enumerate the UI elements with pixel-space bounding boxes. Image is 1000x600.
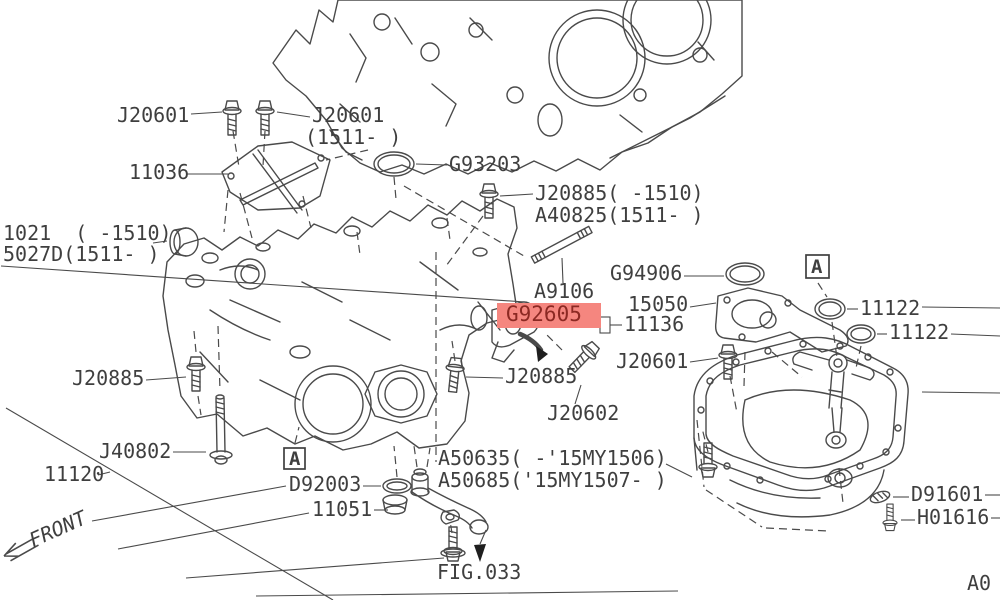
o-ring-11122-upper bbox=[814, 298, 846, 320]
label-j20601-top-right-range: (1511- ) bbox=[305, 125, 401, 149]
part-15050-art bbox=[714, 287, 849, 353]
o-ring-d92003 bbox=[382, 478, 412, 494]
seals-and-plugs-art bbox=[169, 151, 891, 515]
label-11136[interactable]: 11136 bbox=[624, 312, 684, 336]
label-11122-lower[interactable]: 11122 bbox=[889, 320, 949, 344]
bolt-icon bbox=[442, 356, 466, 394]
page-code: A0 bbox=[967, 571, 991, 595]
long-bolt-j40802 bbox=[209, 394, 233, 465]
bolts-art bbox=[186, 100, 898, 562]
label-a40825[interactable]: A40825(1511- ) bbox=[535, 203, 704, 227]
label-j20885-mid[interactable]: J20885 bbox=[505, 364, 577, 388]
label-1021[interactable]: 1021 ( -1510) bbox=[3, 221, 172, 245]
label-fig033[interactable]: FIG.033 bbox=[437, 560, 521, 584]
baffle-plate-art bbox=[221, 141, 331, 214]
label-j20601-top-right[interactable]: J20601 bbox=[312, 103, 384, 127]
bolt-icon bbox=[255, 100, 275, 136]
label-11036[interactable]: 11036 bbox=[129, 160, 189, 184]
label-g93203[interactable]: G93203 bbox=[449, 152, 521, 176]
plug-1021 bbox=[169, 227, 199, 257]
label-d91601[interactable]: D91601 bbox=[911, 482, 983, 506]
pickup-tube-art bbox=[410, 468, 489, 535]
label-15050[interactable]: 15050 bbox=[628, 292, 688, 316]
washer-d91601 bbox=[869, 490, 891, 504]
label-g92605-highlighted[interactable]: G92605 bbox=[506, 302, 582, 326]
label-11120[interactable]: 11120 bbox=[44, 462, 104, 486]
figure-ref-arrow-icon bbox=[474, 544, 486, 562]
o-ring-g93203 bbox=[373, 151, 415, 177]
label-g94906[interactable]: G94906 bbox=[610, 261, 682, 285]
section-marker-letter: A bbox=[289, 448, 301, 470]
bolt-icon bbox=[222, 100, 242, 136]
label-5027d[interactable]: 5027D(1511- ) bbox=[3, 242, 160, 266]
drain-bolt-washer bbox=[440, 548, 466, 558]
label-a9106[interactable]: A9106 bbox=[534, 279, 594, 303]
part-labels: J20601 J20601 (1511- ) 11036 G93203 J208… bbox=[3, 103, 989, 584]
label-j20885-range[interactable]: J20885( -1510) bbox=[535, 181, 704, 205]
bolt-icon-h01616 bbox=[882, 503, 898, 532]
lower-oil-pan-art bbox=[693, 336, 909, 518]
section-marker-a-right: A bbox=[805, 254, 830, 279]
engine-block-art bbox=[272, 0, 743, 175]
bolt-icon bbox=[186, 356, 206, 392]
label-a50635[interactable]: A50635( -'15MY1506) bbox=[438, 446, 667, 470]
upper-oil-pan-art bbox=[162, 198, 518, 451]
label-j20601-right[interactable]: J20601 bbox=[616, 349, 688, 373]
label-j20601-top-left[interactable]: J20601 bbox=[117, 103, 189, 127]
highlight-g92605[interactable] bbox=[497, 303, 601, 328]
front-direction-indicator: FRONT bbox=[3, 505, 92, 562]
oil-strainer-art bbox=[792, 351, 875, 488]
o-ring-11122-lower bbox=[846, 324, 876, 344]
leader-lines bbox=[0, 111, 1000, 600]
plug-11051 bbox=[382, 494, 408, 515]
label-d92003[interactable]: D92003 bbox=[289, 472, 361, 496]
stud-a9106 bbox=[530, 225, 593, 264]
label-j20885-left[interactable]: J20885 bbox=[72, 366, 144, 390]
label-j40802[interactable]: J40802 bbox=[99, 439, 171, 463]
label-11051[interactable]: 11051 bbox=[312, 497, 372, 521]
section-marker-letter: A bbox=[811, 256, 823, 278]
label-j20602[interactable]: J20602 bbox=[547, 401, 619, 425]
front-label: FRONT bbox=[25, 505, 92, 552]
assembly-dashed-lines bbox=[193, 130, 862, 534]
label-11122-upper[interactable]: 11122 bbox=[860, 296, 920, 320]
o-ring-g94906 bbox=[725, 262, 765, 286]
label-h01616[interactable]: H01616 bbox=[917, 505, 989, 529]
label-a50685[interactable]: A50685('15MY1507- ) bbox=[438, 468, 667, 492]
section-marker-a-bottom: A bbox=[283, 447, 306, 470]
